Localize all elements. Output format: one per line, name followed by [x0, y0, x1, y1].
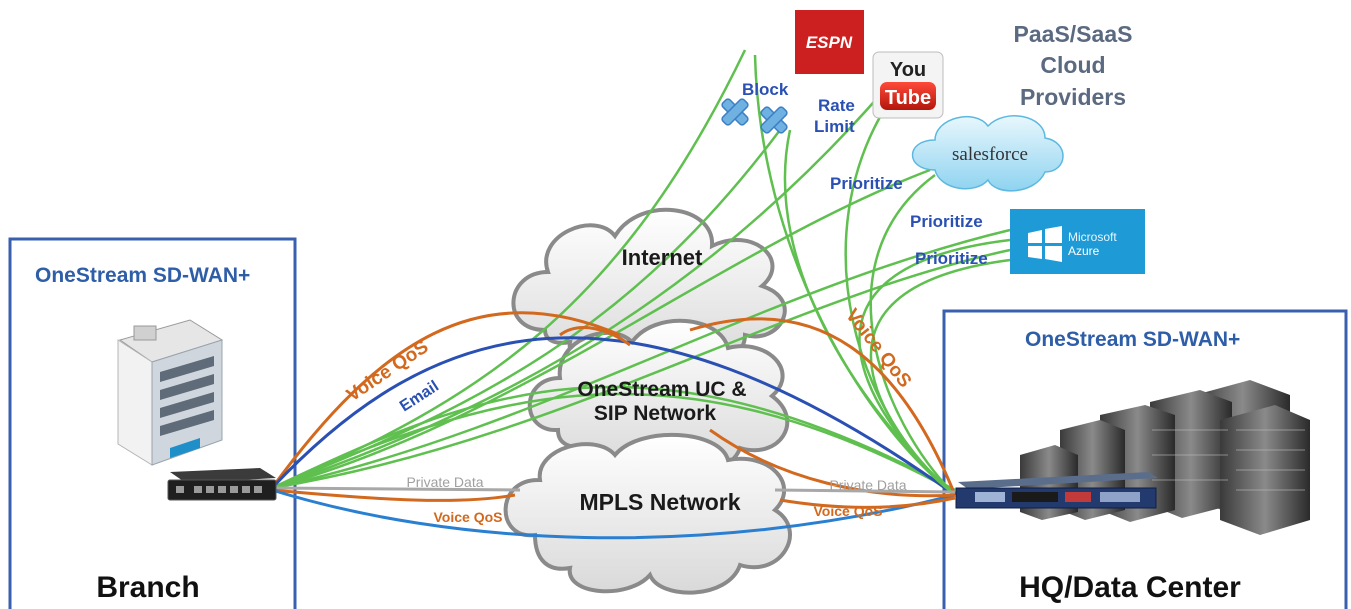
branch-green-line [271, 228, 1011, 490]
private-data-right-label: Private Data [829, 477, 906, 493]
email-link-label: Email [397, 378, 442, 416]
branch-building-icon [117, 319, 224, 466]
youtube-logo: You Tube [872, 51, 944, 119]
rate-limit-label-line1: Rate [818, 96, 855, 115]
voice-qos-mpls-left-label: Voice QoS [434, 509, 503, 525]
espn-logo: ESPN [795, 10, 864, 74]
azure-microsoft-text: Microsoft [1068, 230, 1117, 244]
branch-orange-line [270, 311, 621, 489]
providers-heading-line2: Cloud [1040, 52, 1105, 78]
branch-orange-line [271, 488, 516, 502]
azure-logo: Microsoft Azure [1010, 209, 1145, 274]
branch-label: Branch [96, 571, 199, 604]
prioritize-azure-label-2: Prioritize [915, 249, 988, 268]
salesforce-logo-text: salesforce [952, 144, 1028, 165]
mpls-label: MPLS Network [579, 489, 740, 515]
hq-grey-line [774, 488, 956, 494]
branch-green-line [271, 248, 1011, 490]
branch-router-icon [167, 468, 277, 501]
hq-orange-line [709, 428, 956, 498]
hq-link-lines [559, 54, 1011, 509]
uc-orange-line [559, 326, 631, 347]
branch-green-line [271, 392, 956, 494]
hq-appliance-icon [955, 472, 1158, 509]
azure-azure-text: Azure [1068, 244, 1100, 258]
block-x-icon [721, 98, 749, 126]
espn-logo-text: ESPN [806, 33, 853, 52]
branch-frame [8, 237, 297, 609]
block-policy-label: Block [742, 80, 789, 99]
prioritize-salesforce-label: Prioritize [830, 174, 903, 193]
uc-network-label-line1: OneStream UC & [577, 378, 746, 401]
branch-blue-line [271, 488, 956, 540]
rate-limit-label-line2: Limit [814, 117, 855, 136]
private-data-left-label: Private Data [406, 474, 483, 490]
voice-qos-mpls-right-label: Voice QoS [814, 503, 883, 519]
branch-grey-line [271, 486, 521, 492]
salesforce-logo: salesforce [911, 115, 1064, 192]
branch-blue-line [270, 336, 956, 497]
hq-brand-label: OneStream SD-WAN+ [1025, 328, 1240, 351]
prioritize-azure-label-1: Prioritize [910, 212, 983, 231]
uc-network-label-line2: SIP Network [594, 402, 716, 425]
windows-icon [1028, 226, 1062, 262]
branch-link-lines [270, 49, 1011, 540]
hq-label: HQ/Data Center [1019, 571, 1241, 604]
branch-green-line [271, 385, 956, 492]
providers-heading-line1: PaaS/SaaS [1014, 21, 1133, 47]
block-x-icon [760, 106, 788, 134]
internet-label: Internet [622, 245, 703, 270]
hq-frame [942, 309, 1348, 609]
providers-heading-line3: Providers [1020, 84, 1126, 110]
branch-brand-label: OneStream SD-WAN+ [35, 264, 250, 287]
youtube-tube-text: Tube [885, 87, 931, 109]
hq-green-line [869, 258, 1011, 496]
hq-orange-line [689, 317, 957, 496]
youtube-you-text: You [890, 59, 926, 81]
server-rack-icon [1020, 380, 1310, 535]
hq-orange-line [779, 496, 956, 509]
